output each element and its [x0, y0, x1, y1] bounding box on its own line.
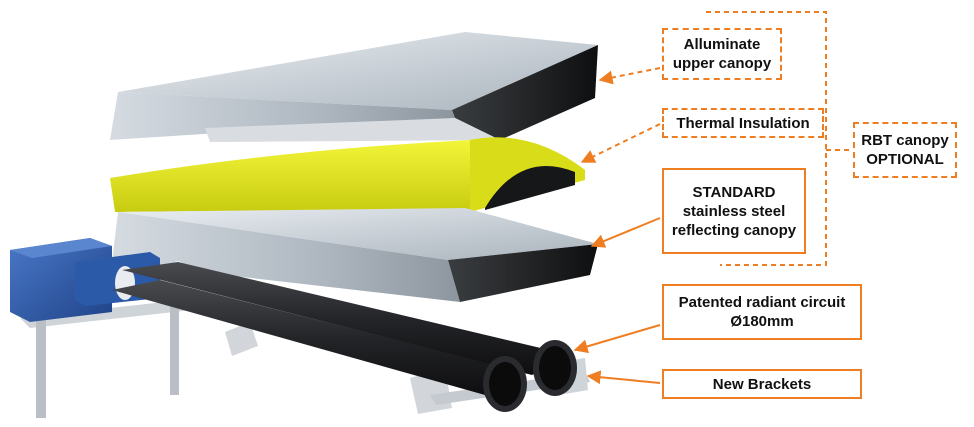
radiant-circuit-tubes	[112, 262, 577, 412]
label-new-brackets: New Brackets	[662, 369, 862, 399]
label-standard-canopy: STANDARD stainless steel reflecting cano…	[662, 168, 806, 254]
label-thermal-insulation: Thermal Insulation	[662, 108, 824, 138]
arrow-radiant-circuit	[573, 324, 661, 354]
rbt-group-bracket	[706, 11, 852, 266]
standard-reflecting-canopy	[112, 208, 598, 302]
arrow-upper-canopy	[598, 67, 661, 85]
arrow-insulation	[580, 123, 661, 163]
arrow-standard-canopy	[590, 217, 661, 248]
label-upper-canopy: Alluminate upper canopy	[662, 28, 782, 80]
thermal-insulation	[110, 137, 585, 212]
label-rbt-optional: RBT canopy OPTIONAL	[853, 122, 957, 178]
label-radiant-circuit: Patented radiant circuit Ø180mm	[662, 284, 862, 340]
upper-canopy	[110, 32, 598, 142]
leader-arrows	[573, 67, 661, 385]
arrow-brackets	[586, 370, 661, 385]
